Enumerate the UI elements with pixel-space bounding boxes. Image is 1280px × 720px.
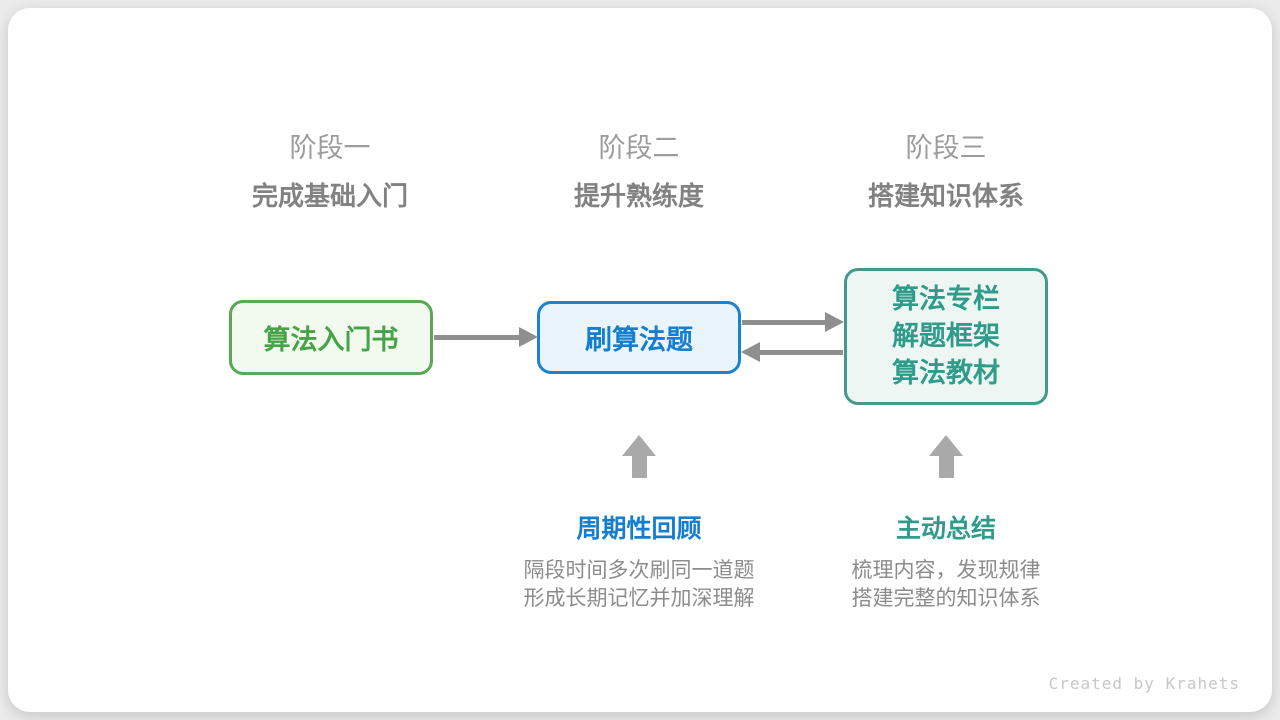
arrow-1-2-line [434,335,522,340]
up-arrow-stage3-icon [929,435,963,456]
node-knowledge-resources: 算法专栏 解题框架 算法教材 [844,268,1048,405]
stage-1-subtitle: 完成基础入门 [251,181,408,211]
annotation-review-desc-line-1: 隔段时间多次刷同一道题 [523,559,755,582]
up-arrow-stage3-stem [939,455,954,478]
arrow-2-3-right-icon [825,312,844,332]
node-resource-line-1: 算法专栏 [892,284,1000,314]
annotation-summary-desc-line-1: 梳理内容，发现规律 [851,559,1041,582]
node-intro-book-label: 算法入门书 [263,325,399,355]
arrow-3-2-left-icon [741,342,760,362]
annotation-review-desc-line-2: 形成长期记忆并加深理解 [523,587,755,610]
arrow-2-3-line [742,320,828,325]
annotation-review-title: 周期性回顾 [576,515,702,543]
arrow-3-2-line [757,350,843,355]
annotation-summary-title: 主动总结 [895,515,996,543]
stage-2-label: 阶段二 [598,133,680,163]
annotation-summary-desc: 梳理内容，发现规律 搭建完整的知识体系 [796,557,1096,613]
credit-text: Created by Krahets [1048,674,1240,693]
node-practice-problems-label: 刷算法题 [585,325,693,355]
annotation-review-desc: 隔段时间多次刷同一道题 形成长期记忆并加深理解 [489,557,789,613]
node-resource-line-3: 算法教材 [892,358,1000,388]
node-practice-problems: 刷算法题 [537,301,741,374]
stage-2-subtitle: 提升熟练度 [573,181,704,211]
annotation-summary-desc-line-2: 搭建完整的知识体系 [851,587,1041,610]
node-resource-line-2: 解题框架 [892,321,1000,351]
node-intro-book: 算法入门书 [229,300,433,375]
up-arrow-stage2-icon [622,435,656,456]
stage-3-subtitle: 搭建知识体系 [867,181,1024,211]
stage-1-label: 阶段一 [289,133,371,163]
stage-3-label: 阶段三 [905,133,987,163]
arrow-1-2-right-icon [519,327,538,347]
up-arrow-stage2-stem [632,455,647,478]
